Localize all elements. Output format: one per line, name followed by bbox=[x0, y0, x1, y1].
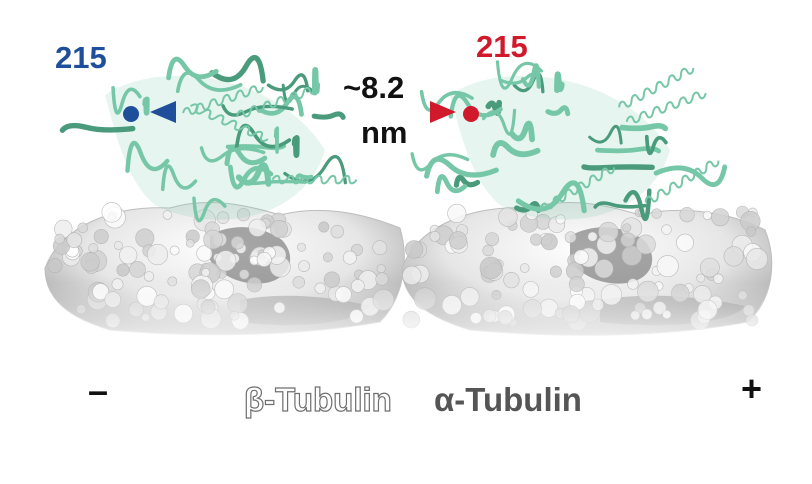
alpha-tubulin-label: α-Tubulin bbox=[434, 381, 582, 418]
residue-label-left: 215 bbox=[55, 40, 107, 75]
distance-value: ~8.2 bbox=[343, 70, 405, 105]
motor-domain-ribbon bbox=[410, 60, 728, 222]
arrowhead-right bbox=[430, 101, 456, 123]
plus-end-label: + bbox=[741, 368, 763, 409]
residue-marker-left bbox=[123, 106, 139, 122]
arrowhead-left bbox=[150, 101, 176, 123]
tubulin-surface bbox=[0, 200, 812, 350]
distance-unit: nm bbox=[361, 115, 408, 150]
motor-domain-ribbon bbox=[59, 54, 358, 223]
residue-label-right: 215 bbox=[476, 29, 528, 64]
beta-tubulin-label: β-Tubulin bbox=[243, 381, 392, 418]
distance-arrow bbox=[150, 101, 456, 123]
minus-end-label: – bbox=[88, 370, 109, 411]
residue-marker-right bbox=[463, 106, 479, 122]
